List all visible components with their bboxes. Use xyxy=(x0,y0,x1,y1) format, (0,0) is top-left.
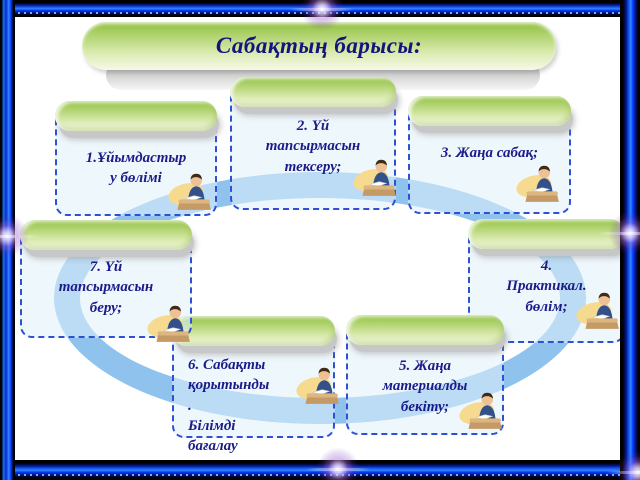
step-label: 7. Үй тапсырмасын беру; xyxy=(58,259,154,316)
step-box-7: 7. Үй тапсырмасын беру; xyxy=(20,220,192,342)
step-pill xyxy=(230,77,396,107)
title-pill: Сабақтың барысы: xyxy=(82,22,556,70)
step-label: 5. Жаңа материалды бекіту; xyxy=(382,358,468,415)
step-label: 4. Практикал. бөлім; xyxy=(506,258,587,315)
frame-border-bottom xyxy=(0,460,640,480)
step-pill xyxy=(55,101,217,131)
person-at-desk-icon xyxy=(296,367,339,404)
frame-border-right xyxy=(620,0,640,480)
step-pill xyxy=(408,96,571,126)
step-label: 2. Үй тапсырмасын тексеру; xyxy=(265,118,361,175)
step-label: 6. Сабақты қорытынды . Білімді бағалау xyxy=(188,357,270,454)
step-box-1: 1.Ұйымдастыр у бөлімі xyxy=(55,101,217,216)
step-box-3: 3. Жаңа сабақ; xyxy=(408,96,571,214)
step-pill xyxy=(172,316,335,346)
step-box-6: 6. Сабақты қорытынды . Білімді бағалау xyxy=(172,316,339,454)
step-pill xyxy=(20,220,192,250)
person-at-desk-icon xyxy=(353,159,396,196)
person-at-desk-icon xyxy=(147,305,190,342)
person-at-desk-icon xyxy=(168,173,211,210)
person-at-desk-icon xyxy=(516,165,559,202)
step-box-2: 2. Үй тапсырмасын тексеру; xyxy=(230,77,396,210)
step-pill xyxy=(346,315,504,345)
person-at-desk-icon xyxy=(459,392,502,429)
step-label: 3. Жаңа сабақ; xyxy=(440,145,539,161)
frame-border-top xyxy=(0,0,640,17)
person-at-desk-icon xyxy=(576,292,619,329)
frame-border-left xyxy=(0,0,15,480)
page-title: Сабақтың барысы: xyxy=(215,33,423,58)
step-label: 1.Ұйымдастыр у бөлімі xyxy=(85,150,187,187)
step-box-5: 5. Жаңа материалды бекіту; xyxy=(346,315,504,435)
step-box-4: 4. Практикал. бөлім; xyxy=(468,219,625,343)
